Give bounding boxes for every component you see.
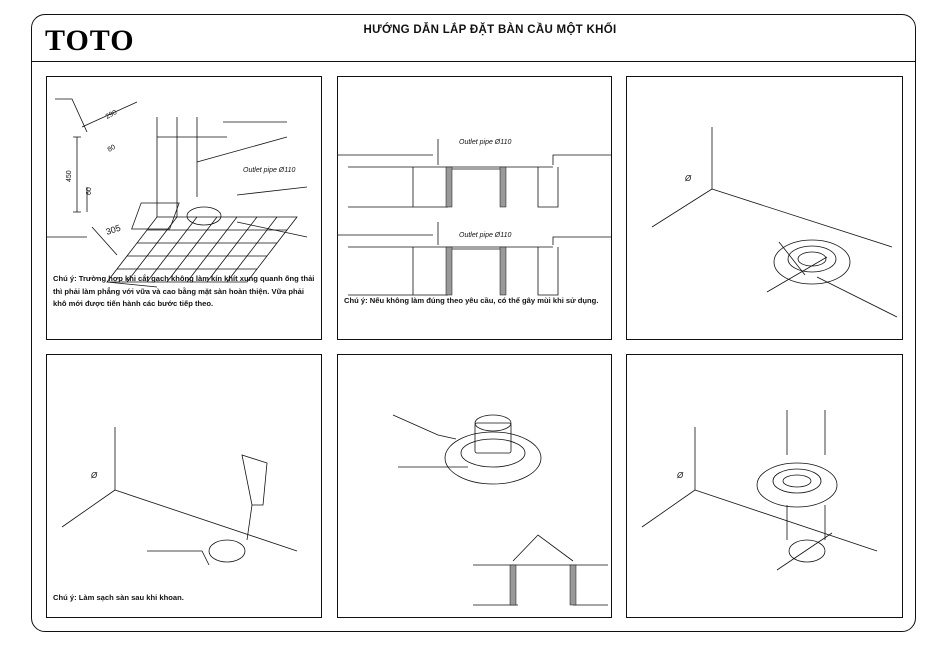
step-1-panel: 290 80 450 60 305 Outlet pipe Ø110 Chú ý… bbox=[46, 76, 322, 340]
step-3-panel: Ø bbox=[626, 76, 903, 340]
instruction-sheet-frame bbox=[31, 14, 916, 632]
step-6-panel: Ø bbox=[626, 354, 903, 618]
dim-60: 60 bbox=[86, 187, 93, 195]
step-5-panel bbox=[337, 354, 612, 618]
diameter-symbol: Ø bbox=[676, 471, 684, 480]
step-4-panel: Ø Chú ý: Làm sạch sàn sau khi khoan. bbox=[46, 354, 322, 618]
diameter-symbol: Ø bbox=[684, 174, 692, 183]
drilling-drawing: Ø bbox=[61, 427, 298, 566]
floor-tile-layout-drawing: 290 80 450 60 305 bbox=[47, 98, 308, 288]
step-1-note: Chú ý: Trường hợp khi cắt gạch không làm… bbox=[53, 274, 315, 308]
step-2-note: Chú ý: Nếu không làm đúng theo yêu cầu, … bbox=[344, 296, 599, 305]
step-2-panel: Outlet pipe Ø110 Outlet pipe Ø110 Chú ý:… bbox=[337, 76, 612, 340]
diameter-symbol: Ø bbox=[90, 471, 98, 480]
outlet-pipe-label-top: Outlet pipe Ø110 bbox=[459, 139, 512, 146]
page-title: HƯỚNG DẪN LẮP ĐẶT BÀN CẦU MỘT KHỐI bbox=[363, 24, 617, 36]
brand-logo: TOTO bbox=[45, 24, 135, 57]
pipe-section-drawing bbox=[338, 139, 611, 296]
dim-80: 80 bbox=[107, 144, 117, 154]
dim-450: 450 bbox=[66, 170, 73, 182]
dim-290: 290 bbox=[105, 109, 119, 121]
step-4-note: Chú ý: Làm sạch sàn sau khi khoan. bbox=[53, 593, 184, 602]
outlet-pipe-label: Outlet pipe Ø110 bbox=[243, 167, 296, 174]
sealant-application-drawing bbox=[392, 414, 608, 606]
header-divider bbox=[31, 61, 916, 62]
flange-placement-drawing: Ø bbox=[651, 127, 898, 318]
bolt-installation-drawing: Ø bbox=[641, 410, 878, 571]
outlet-pipe-label-bottom: Outlet pipe Ø110 bbox=[459, 232, 512, 239]
dim-305: 305 bbox=[105, 223, 122, 237]
